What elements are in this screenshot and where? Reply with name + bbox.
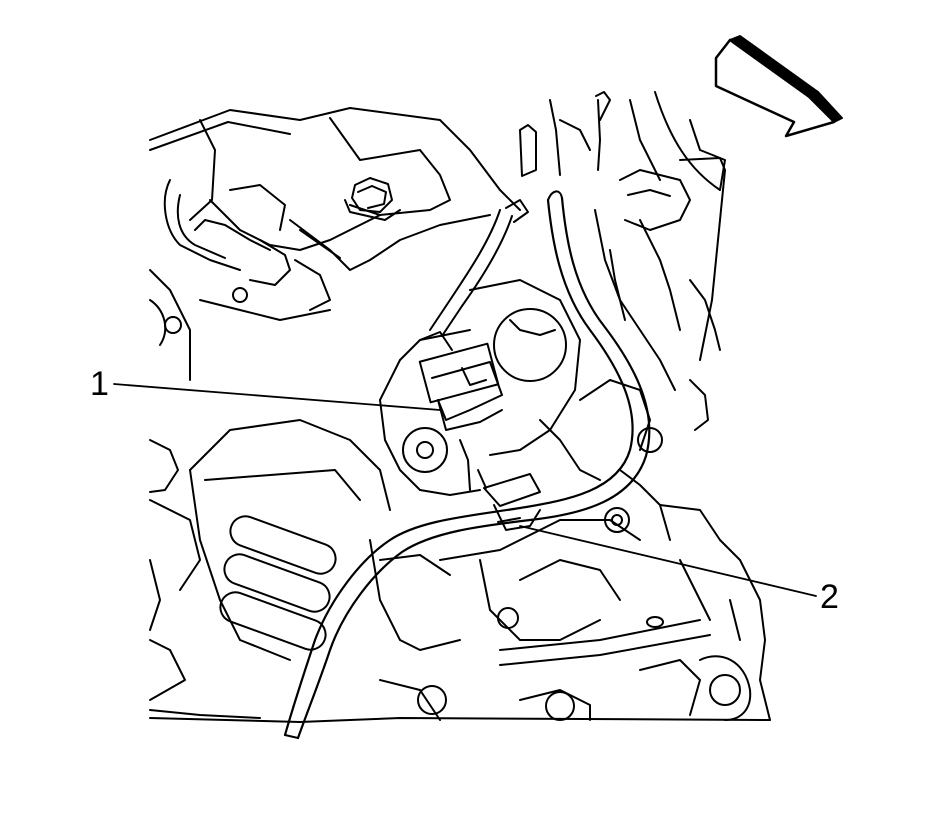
connector-1 (420, 200, 528, 430)
callout-1-leader (114, 384, 440, 410)
steering-column-housing (380, 280, 670, 540)
left-housing-block (150, 420, 390, 718)
lower-bracket (150, 505, 770, 722)
wiring-harness (285, 191, 649, 738)
hex-bolt (345, 178, 400, 220)
callout-label-2: 2 (820, 578, 839, 616)
front-direction-arrow-icon (716, 36, 842, 136)
upper-mounting-bracket (150, 108, 520, 380)
callout-2-leader (520, 526, 816, 596)
callout-label-1: 1 (90, 365, 109, 403)
connector-2 (478, 470, 540, 530)
right-harness-bracket (520, 92, 725, 430)
